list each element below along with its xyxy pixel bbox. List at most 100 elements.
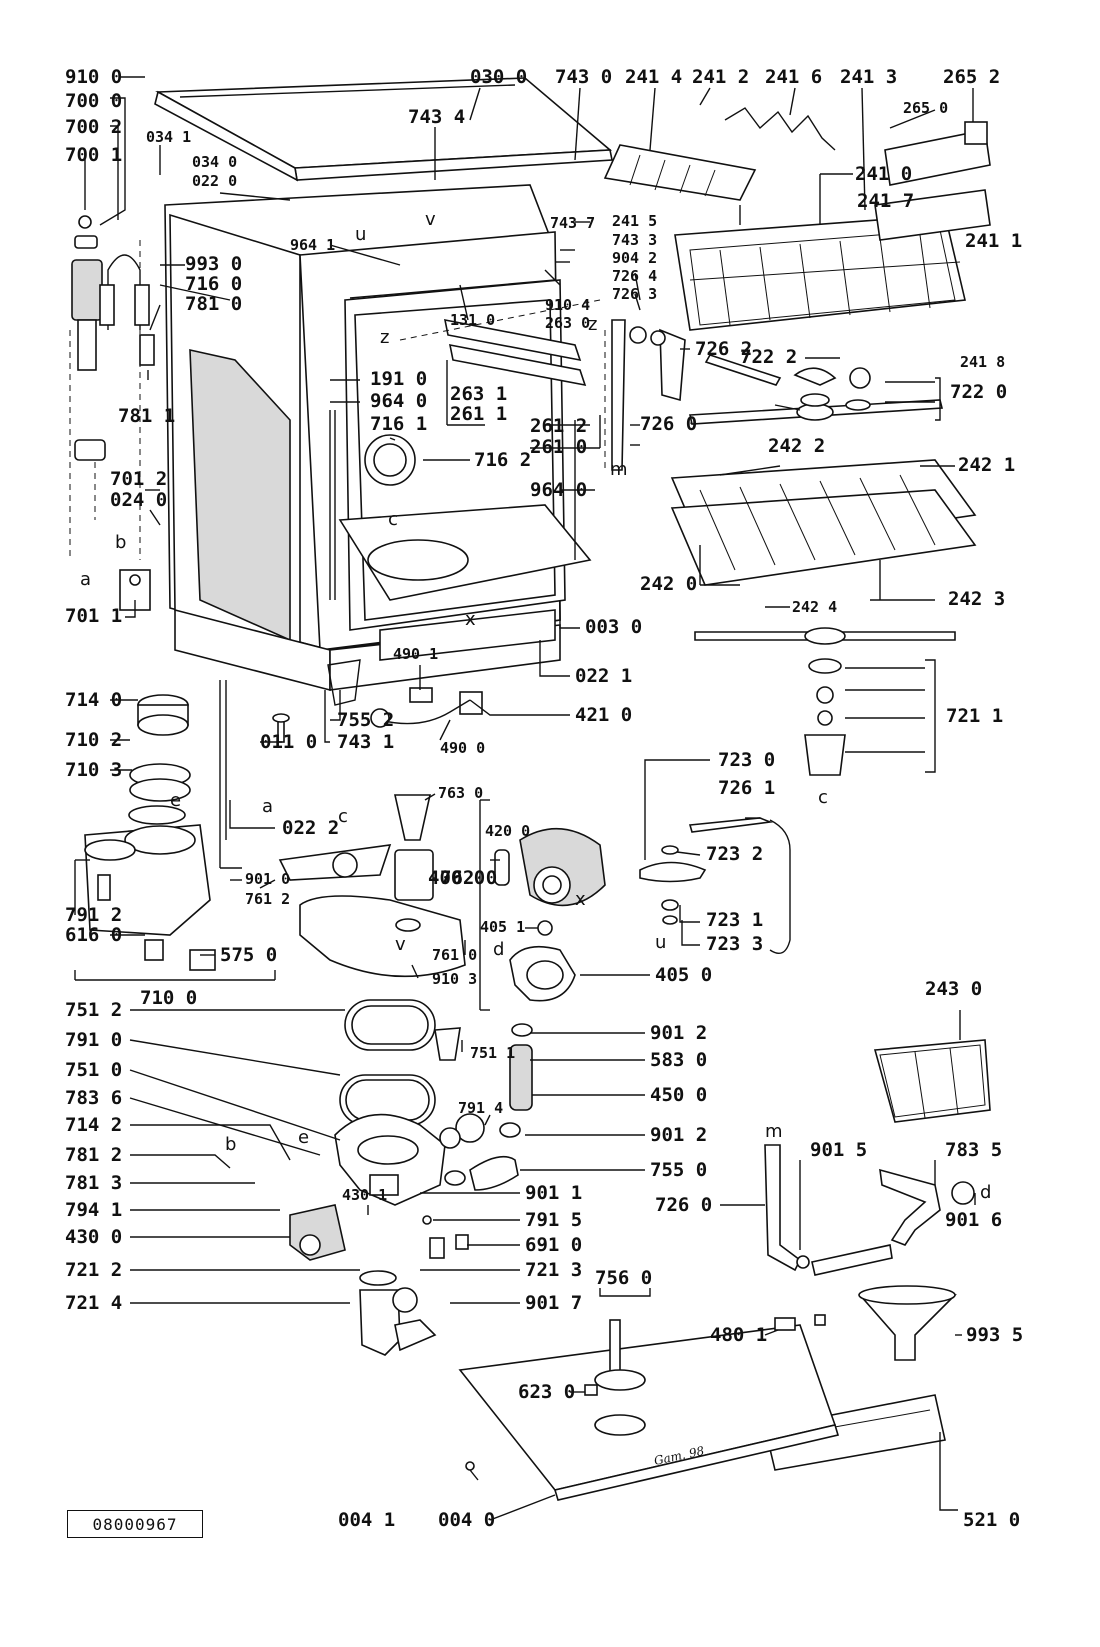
part-label: 263 1 [450,383,507,405]
part-label: 781 1 [118,405,175,427]
part-label: 901 7 [525,1292,582,1314]
part-label: 726 0 [655,1194,712,1216]
part-label: 910 3 [432,970,477,988]
part-label: 241 3 [840,66,897,88]
part-label: 901 2 [650,1124,707,1146]
part-label: 755 2 [337,709,394,731]
leader-lines [74,76,976,1521]
cabinet-illustration [69,77,613,692]
part-label: 241 8 [960,353,1005,371]
part-label: 762 0 [440,867,497,889]
part-label: 726 2 [695,338,752,360]
part-label: 726 4 [612,267,657,285]
part-label: 430 1 [342,1186,387,1204]
part-label: 721 4 [65,1292,122,1314]
part-label: 904 2 [612,249,657,267]
part-label: 743 7 [550,214,595,232]
part-label: 721 2 [65,1259,122,1281]
part-label: 261 0 [530,436,587,458]
part-label: 723 1 [706,909,763,931]
connection-letter: z [588,314,597,335]
part-label: 241 1 [965,230,1022,252]
part-label: 022 1 [575,665,632,687]
part-label: 726 0 [640,413,697,435]
connection-letter: a [262,796,273,817]
part-label: 763 0 [438,784,483,802]
connection-letter: c [338,806,348,827]
part-label: 743 1 [337,731,394,753]
part-label: 261 2 [530,415,587,437]
part-label: 993 5 [966,1324,1023,1346]
part-label: 242 0 [640,573,697,595]
connection-letter: e [298,1127,309,1148]
part-label: 405 0 [655,964,712,986]
part-label: 700 2 [65,116,122,138]
part-label: 781 3 [65,1172,122,1194]
part-label: 964 1 [290,236,335,254]
part-label: 751 0 [65,1059,122,1081]
part-label: 716 0 [185,273,242,295]
part-label: 723 0 [718,749,775,771]
part-label: 011 0 [260,731,317,753]
part-label: 241 6 [765,66,822,88]
part-label: 910 4 [545,296,590,314]
part-label: 716 1 [370,413,427,435]
part-label: 714 2 [65,1114,122,1136]
part-label: 781 0 [185,293,242,315]
part-label: 022 2 [282,817,339,839]
part-label: 783 6 [65,1087,122,1109]
connection-letter: d [980,1182,991,1203]
part-label: 722 0 [950,381,1007,403]
base-plate-illustration [458,1314,840,1501]
part-label: 964 0 [530,479,587,501]
part-label: 191 0 [370,368,427,390]
connection-letter: m [610,459,628,480]
part-label: 761 2 [245,890,290,908]
part-label: 265 0 [903,99,948,117]
part-label: 691 0 [525,1234,582,1256]
part-label: 241 2 [692,66,749,88]
part-label: 242 3 [948,588,1005,610]
part-label: 263 0 [545,314,590,332]
part-label: 791 5 [525,1209,582,1231]
part-label: 721 3 [525,1259,582,1281]
part-label: 901 1 [525,1182,582,1204]
part-label: 781 2 [65,1144,122,1166]
part-label: 791 4 [458,1099,503,1117]
part-label: 521 0 [963,1509,1020,1531]
part-label: 450 0 [650,1084,707,1106]
connection-letter: e [170,790,181,811]
softener-illustration [74,694,276,981]
part-label: 743 0 [555,66,612,88]
part-label: 794 1 [65,1199,122,1221]
part-label: 901 5 [810,1139,867,1161]
part-label: 583 0 [650,1049,707,1071]
part-label: 003 0 [585,616,642,638]
part-label: 490 0 [440,739,485,757]
part-label: 004 0 [438,1509,495,1531]
part-label: 710 0 [140,987,197,1009]
part-label: 791 0 [65,1029,122,1051]
part-label: 242 2 [768,435,825,457]
part-label: 714 0 [65,689,122,711]
part-label: 700 0 [65,90,122,112]
part-label: 901 6 [945,1209,1002,1231]
connection-letter: u [655,932,666,953]
part-label-motor: 400 0 [428,867,485,889]
part-label: 716 2 [474,449,531,471]
part-label: 726 3 [612,285,657,303]
reference-number-box: 08000967 [67,1510,203,1538]
part-label: 265 2 [943,66,1000,88]
part-label: 242 4 [792,598,837,616]
part-label: 490 1 [393,645,438,663]
connection-letter: b [115,532,126,553]
connection-letter: v [395,934,406,955]
part-labels: 910 0 700 0 700 2 700 1 034 1 034 0 022 … [65,66,1023,1531]
connection-letter: b [225,1134,236,1155]
connection-letter: c [388,509,398,530]
part-label: 405 1 [480,918,525,936]
connection-letter: d [493,939,504,960]
connection-letter: x [465,609,476,630]
part-label: 243 0 [925,978,982,1000]
